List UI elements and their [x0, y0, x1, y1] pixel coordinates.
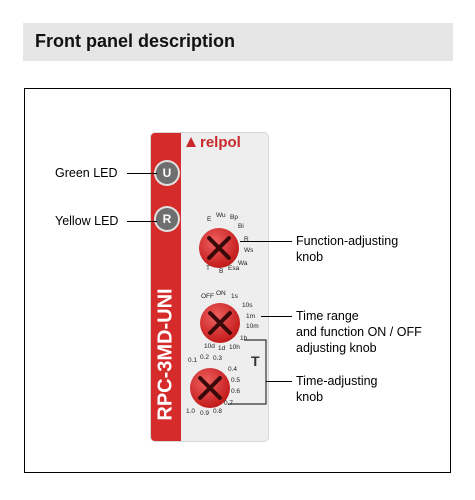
- range-scale-1h: 1h: [240, 335, 248, 342]
- function-adjusting-knob[interactable]: [199, 228, 239, 268]
- time-scale-0-8: 0.8: [213, 408, 223, 415]
- red-side-strip: [151, 133, 181, 441]
- func-scale-b: B: [219, 268, 224, 275]
- func-scale-ws: Ws: [244, 247, 254, 254]
- func-scale-t: T: [206, 265, 210, 272]
- leader-range-knob: [261, 316, 292, 317]
- time-range-knob[interactable]: [200, 303, 240, 343]
- time-scale-0-4: 0.4: [228, 366, 238, 373]
- func-scale-bp: Bp: [230, 214, 238, 221]
- range-scale-1s: 1s: [231, 293, 238, 300]
- time-scale-0-5: 0.5: [231, 377, 241, 384]
- led-u-label: U: [162, 166, 172, 180]
- green-led-indicator: U: [156, 162, 178, 184]
- range-scale-10d: 10d: [204, 343, 215, 350]
- leader-time-knob: [266, 381, 292, 382]
- callout-range-line3: adjusting knob: [296, 341, 377, 355]
- range-scale-10h: 10h: [229, 344, 240, 351]
- yellow-led-indicator: R: [156, 208, 178, 230]
- leader-green-led: [127, 173, 157, 174]
- range-scale-10m: 10m: [246, 323, 259, 330]
- callout-function-line1: Function-adjusting: [296, 234, 399, 248]
- time-scale-0-1: 0.1: [188, 357, 198, 364]
- model-label: RPC-3MD-UNI: [154, 288, 177, 421]
- range-scale-10s: 10s: [242, 302, 253, 309]
- func-scale-wu: Wu: [216, 212, 226, 219]
- callout-time-line1: Time-adjusting: [296, 374, 378, 388]
- time-adjusting-knob[interactable]: [190, 368, 230, 408]
- section-header: Front panel description: [23, 23, 453, 61]
- relpol-logo-icon: [186, 137, 196, 147]
- func-scale-r: R: [244, 236, 249, 243]
- callout-range-line1: Time range: [296, 309, 359, 323]
- time-scale-0-2: 0.2: [200, 354, 210, 361]
- t-badge: T: [251, 353, 260, 369]
- callout-time-knob: Time-adjusting knob: [296, 373, 378, 405]
- func-scale-bi: Bi: [238, 223, 244, 230]
- figure-frame: [24, 88, 451, 473]
- range-scale-1m: 1m: [246, 313, 256, 320]
- time-scale-0-3: 0.3: [213, 355, 223, 362]
- callout-range-knob: Time range and function ON / OFF adjusti…: [296, 308, 422, 356]
- time-scale-1-0: 1.0: [186, 408, 196, 415]
- leader-function-knob: [240, 241, 292, 242]
- range-scale-1d: 1d: [218, 345, 226, 352]
- func-scale-e: E: [207, 216, 212, 223]
- callout-function-line2: knob: [296, 250, 324, 264]
- callout-yellow-led: Yellow LED: [55, 214, 119, 228]
- func-scale-wa: Wa: [238, 260, 248, 267]
- led-r-label: R: [162, 212, 172, 226]
- model-label-box: RPC-3MD-UNI: [151, 270, 181, 440]
- time-scale-0-9: 0.9: [200, 410, 210, 417]
- knob-bracket: [228, 339, 267, 405]
- func-scale-esa: Esa: [228, 265, 240, 272]
- range-scale-on: ON: [216, 290, 226, 297]
- range-scale-off: OFF: [201, 293, 214, 300]
- leader-yellow-led: [127, 221, 157, 222]
- section-title: Front panel description: [35, 31, 236, 51]
- callout-time-line2: knob: [296, 390, 324, 404]
- time-scale-0-6: 0.6: [231, 388, 241, 395]
- callout-range-line2: and function ON / OFF: [296, 325, 422, 339]
- callout-function-knob: Function-adjusting knob: [296, 233, 398, 265]
- callout-green-led: Green LED: [55, 166, 118, 180]
- brand-logo-text: relpol: [200, 134, 241, 151]
